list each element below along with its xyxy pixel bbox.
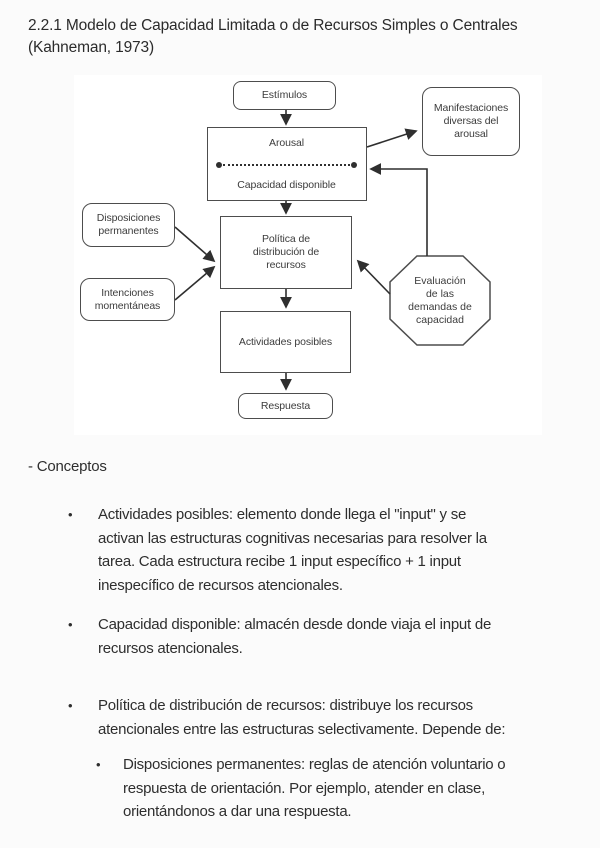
capacity-dotted-line <box>216 162 357 168</box>
node-manifestaciones: Manifestaciones diversas del arousal <box>422 87 520 156</box>
bullet-text: Capacidad disponible: almacén desde dond… <box>98 616 492 657</box>
edge-evaluacion-politica <box>356 259 391 295</box>
bullet-text: Política de distribución de recursos: di… <box>98 697 506 738</box>
label-arousal: Arousal <box>269 137 304 149</box>
node-intenciones: Intenciones momentáneas <box>80 278 175 321</box>
dot-right <box>351 162 357 168</box>
bullet-capacidad-disponible: • Capacidad disponible: almacén desde do… <box>68 613 491 660</box>
bullet-actividades-posibles: • Actividades posibles: elemento donde l… <box>68 503 487 597</box>
page-title: 2.2.1 Modelo de Capacidad Limitada o de … <box>28 17 518 56</box>
node-disposiciones: Disposiciones permanentes <box>82 203 175 247</box>
bullet-marker: • <box>96 757 101 772</box>
bullet-text: Actividades posibles: elemento donde lle… <box>98 506 487 594</box>
edge-arousal-manifestaciones <box>366 128 418 148</box>
node-arousal-capacidad: Arousal Capacidad disponible <box>207 127 367 201</box>
section-label-conceptos: - Conceptos <box>28 458 107 475</box>
dotted-segment <box>223 164 350 166</box>
bullet-disposiciones-permanentes: • Disposiciones permanentes: reglas de a… <box>96 753 506 824</box>
bullet-text: Disposiciones permanentes: reglas de ate… <box>123 756 506 820</box>
bullet-politica-distribucion: • Política de distribución de recursos: … <box>68 694 506 741</box>
kahneman-model-diagram[interactable]: Estímulos Arousal Capacidad disponible M… <box>74 75 542 435</box>
bullet-marker: • <box>68 507 73 522</box>
edge-evaluacion-arousal <box>369 163 428 256</box>
edge-disposiciones-politica <box>174 226 216 263</box>
node-respuesta: Respuesta <box>238 393 333 419</box>
node-estimulos: Estímulos <box>233 81 336 110</box>
node-actividades: Actividades posibles <box>220 311 351 373</box>
edge-intenciones-politica <box>174 265 216 301</box>
node-politica: Política de distribución de recursos <box>220 216 352 289</box>
label-capacidad-disponible: Capacidad disponible <box>237 179 336 191</box>
node-evaluacion: Evaluación de las demandas de capacidad <box>408 274 472 326</box>
bullet-marker: • <box>68 698 73 713</box>
bullet-marker: • <box>68 617 73 632</box>
dot-left <box>216 162 222 168</box>
